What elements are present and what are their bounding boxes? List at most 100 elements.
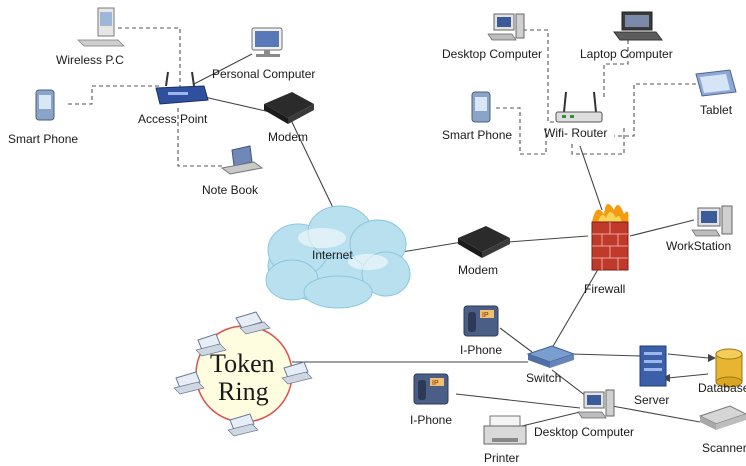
wifi-router: Wifi- Router [544, 91, 607, 140]
access-point-label: Access Point [138, 112, 208, 126]
link-modem-firewall [507, 235, 589, 243]
desktop-computer-bottom-label: Desktop Computer [534, 425, 634, 439]
database-icon [715, 348, 743, 388]
desktop-computer-bottom: Desktop Computer [534, 389, 634, 439]
wifi-router-label: Wifi- Router [544, 126, 607, 140]
switch-icon [526, 345, 576, 368]
link-desktop-scanner [611, 405, 701, 423]
wireless-pc: Wireless P.C [56, 7, 125, 67]
database-label: Database [698, 381, 746, 395]
iphone-bottom-label: I-Phone [410, 413, 452, 427]
arrow-to-database-icon [708, 354, 716, 362]
link-smart-phone-right-router [496, 107, 547, 155]
token-ring: Token Ring [173, 311, 313, 437]
smart-phone-right: Smart Phone [442, 91, 512, 142]
link-switch-desktop-bottom [551, 369, 587, 397]
link-tablet-router [614, 83, 696, 137]
smart-phone-left-label: Smart Phone [8, 132, 78, 146]
desktop-pc-icon [281, 361, 313, 385]
tablet-icon [695, 69, 737, 97]
ip-phone-icon: IP [413, 373, 449, 405]
workstation: WorkStation [666, 205, 733, 253]
internet-cloud: Internet [265, 205, 411, 309]
firewall-label: Firewall [584, 282, 625, 296]
link-printer-desktop [521, 411, 581, 427]
iphone-top-label: I-Phone [460, 343, 502, 357]
smart-phone-right-label: Smart Phone [442, 128, 512, 142]
tablet: Tablet [695, 69, 737, 117]
desktop-computer-top: Desktop Computer [442, 13, 542, 61]
link-laptop-router [603, 40, 629, 100]
scanner: Scanner [698, 405, 746, 455]
desktop-pc-icon [487, 13, 525, 41]
link-desktop-top-router [516, 29, 556, 123]
smart-phone-left: Smart Phone [8, 89, 78, 146]
link-iphone-bottom-desktop [455, 393, 581, 409]
database: Database [698, 348, 746, 395]
iphone-bottom: IP I-Phone [410, 373, 452, 427]
link-switch-server [571, 353, 641, 357]
link-firewall-switch [551, 265, 601, 349]
link-server-database-top [667, 353, 709, 359]
laptop-icon [220, 145, 264, 175]
server-icon [639, 345, 667, 387]
modem-top-label: Modem [268, 130, 308, 144]
server: Server [634, 345, 669, 407]
firewall-icon [591, 203, 629, 271]
wireless-access-point-icon [155, 71, 209, 105]
link-firewall-workstation [629, 219, 695, 237]
modem-icon [264, 92, 314, 124]
wifi-router-icon [555, 91, 603, 123]
desktop-pc-icon [227, 413, 259, 437]
link-access-point-modem [199, 95, 271, 113]
ring-computer-bottom [227, 413, 259, 437]
ring-computer-right [281, 361, 313, 385]
tablet-label: Tablet [700, 103, 733, 117]
desktop-pc-icon [577, 389, 615, 419]
desktop-computer-top-label: Desktop Computer [442, 47, 542, 61]
ring-computer-left-bottom [173, 371, 205, 395]
internet-label: Internet [312, 248, 353, 262]
link-personal-computer-access-point [193, 53, 253, 85]
pda-phone-icon [35, 89, 55, 121]
scanner-icon [698, 405, 746, 430]
ip-badge-label: IP [482, 312, 489, 319]
printer: Printer [483, 415, 527, 465]
desktop-pc-icon [691, 205, 733, 237]
link-internet-modem [401, 241, 463, 253]
modem-middle-label: Modem [458, 263, 498, 277]
cloud-highlight [298, 228, 388, 270]
printer-icon [483, 415, 527, 445]
ip-phone-icon: IP [463, 305, 499, 337]
link-router-loop [571, 126, 625, 155]
token-label: Token [210, 349, 275, 378]
desktop-pc-icon [77, 7, 125, 47]
pda-phone-icon [471, 91, 491, 123]
ring-computer-top [235, 311, 271, 335]
link-modem-internet [289, 117, 337, 215]
monitor-icon [251, 27, 283, 57]
note-book: Note Book [202, 145, 264, 197]
printer-label: Printer [484, 451, 519, 465]
ring-computer-left-top [195, 333, 227, 357]
desktop-pc-icon [195, 333, 227, 357]
note-book-label: Note Book [202, 183, 259, 197]
laptop-computer-label: Laptop Computer [580, 47, 673, 61]
switch: Switch [526, 345, 576, 385]
desktop-pc-icon [235, 311, 271, 335]
link-smart-phone-access-point [68, 85, 160, 105]
link-router-firewall [579, 145, 603, 211]
desktop-pc-icon [173, 371, 205, 395]
wireless-pc-label: Wireless P.C [56, 53, 124, 67]
personal-computer-label: Personal Computer [212, 67, 315, 81]
switch-label: Switch [526, 371, 561, 385]
iphone-top: IP I-Phone [460, 305, 502, 357]
access-point: Access Point [138, 71, 209, 126]
modem-middle: Modem [458, 226, 510, 277]
server-label: Server [634, 393, 669, 407]
ring-label: Ring [218, 377, 269, 406]
laptop-icon [613, 11, 663, 41]
scanner-label: Scanner [702, 441, 746, 455]
